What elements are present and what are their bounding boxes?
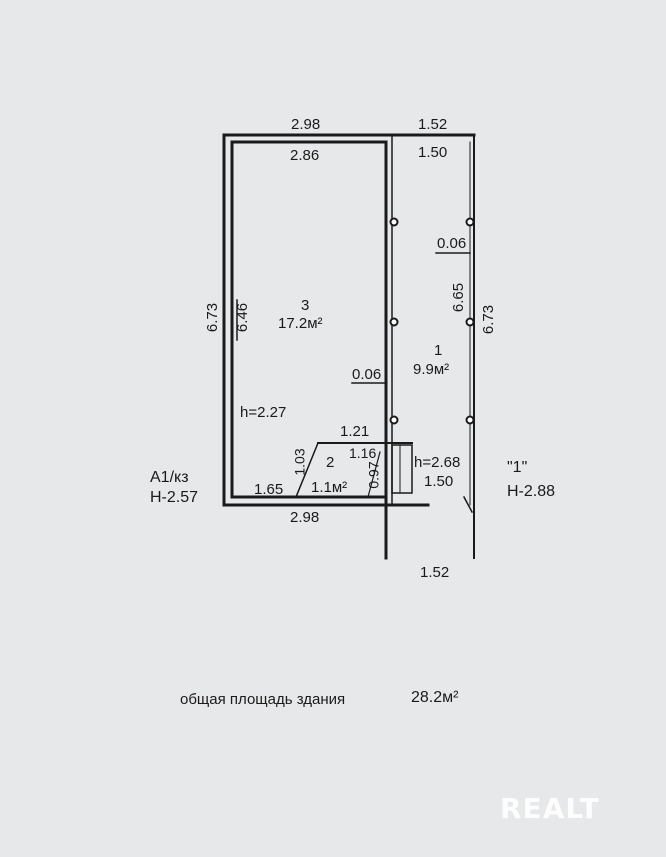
marker-right-code: "1" [507,459,528,476]
room-number-3: 3 [301,297,310,314]
room-number-1: 1 [434,342,443,359]
small-room-slant [295,442,319,498]
height-annex: h=2.68 [414,454,461,471]
window-marker [465,217,475,227]
room-area-1: 9.9м² [413,361,450,378]
window-marker [465,317,475,327]
dim-top-outer-left: 2.98 [291,116,321,133]
dim-small-top: 1.21 [340,423,370,440]
dim-top-outer-right: 1.52 [418,116,448,133]
room-number-2: 2 [326,454,335,471]
window-marker [465,415,475,425]
dim-right-inner: 6.65 [450,282,468,313]
dim-right-outer: 6.73 [480,304,498,335]
dim-bottom-left: 2.98 [290,509,320,526]
annex-entry [462,495,474,514]
height-main: h=2.27 [240,404,287,421]
window-marker [389,317,399,327]
small-room-box [391,444,413,494]
dim-wall-mid: 0.06 [352,366,382,383]
small-room-diag [367,451,381,498]
window-marker [389,415,399,425]
dim-small-bottom: 1.65 [254,481,284,498]
dim-entry-width: 1.50 [424,473,454,490]
marker-left-level: Н-2.57 [150,489,199,506]
dim-wall-right: 0.06 [437,235,467,252]
dim-small-depth: 0.97 [365,461,382,489]
dim-left-inner: 6.46 [234,302,252,333]
window-marker [389,217,399,227]
dim-bottom-right: 1.52 [420,564,450,581]
dim-left-outer: 6.73 [204,302,222,333]
marker-right-level: Н-2.88 [507,483,556,500]
total-area-value: 28.2м² [411,689,459,706]
dim-small-side: 1.03 [291,448,308,476]
dim-top-inner-right: 1.50 [418,144,448,161]
dim-small-inner-top: 1.16 [349,445,377,461]
total-area-label: общая площадь здания [180,691,346,708]
marker-left-code: А1/кз [150,469,189,486]
dim-top-inner-left: 2.86 [290,147,320,164]
room-area-3: 17.2м² [278,315,323,332]
room-area-2: 1.1м² [311,479,348,496]
realt-watermark-logo: REALT [500,792,600,825]
